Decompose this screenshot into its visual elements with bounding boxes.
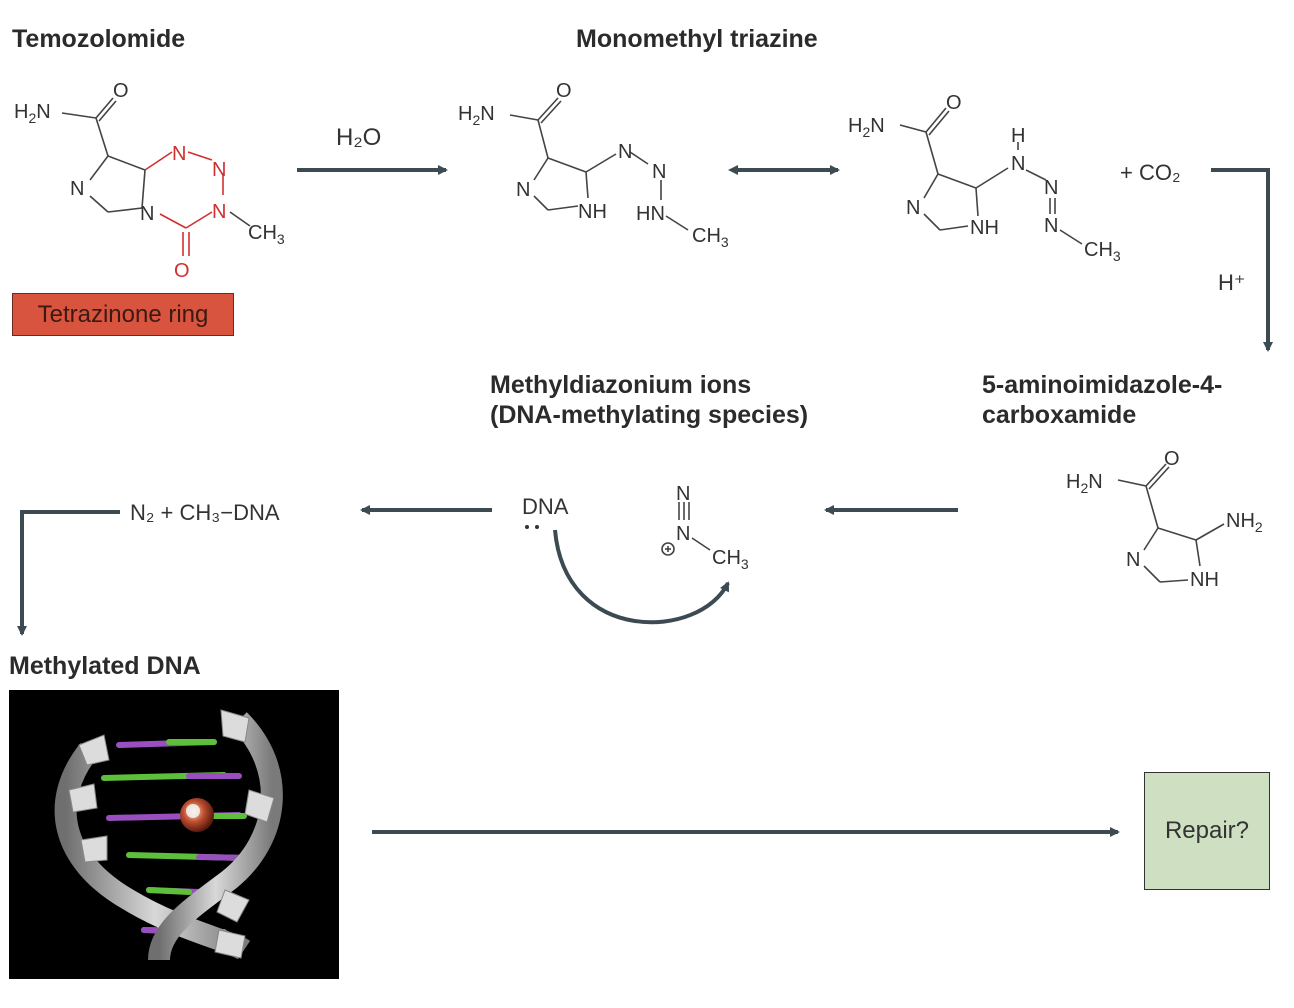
repair-label: Repair?: [1164, 817, 1250, 844]
monomethyl-triazine-title: Monomethyl triazine: [576, 25, 818, 53]
svg-text:N: N: [1044, 215, 1058, 237]
proton-label: H⁺: [1218, 270, 1246, 295]
svg-text:NH2: NH2: [1226, 510, 1263, 535]
svg-text:N: N: [70, 178, 84, 200]
svg-text:N: N: [906, 197, 920, 219]
dna-helix-illustration: [54, 709, 283, 961]
repair-box: Repair?: [1144, 772, 1270, 890]
svg-text:H2N: H2N: [1066, 471, 1103, 496]
svg-text:O: O: [556, 80, 572, 102]
svg-text:N: N: [140, 203, 154, 225]
water-label: H₂O: [336, 124, 382, 151]
svg-text:N: N: [676, 483, 690, 505]
co2-label: + CO₂: [1120, 160, 1181, 185]
svg-text:CH3: CH3: [248, 222, 285, 247]
methylated-dna-image: [9, 690, 339, 979]
svg-text:N: N: [1011, 153, 1025, 175]
aminoimidazole-structure: H2N O N NH NH2: [1066, 448, 1263, 591]
svg-text:CH3: CH3: [692, 225, 729, 250]
methylated-dna-arrow: [17, 510, 120, 636]
svg-text:N: N: [172, 143, 186, 165]
lone-pair-dots: [525, 525, 539, 529]
svg-text:CH3: CH3: [712, 547, 749, 572]
svg-text:NH: NH: [970, 217, 999, 239]
methylated-dna-title: Methylated DNA: [9, 652, 201, 680]
svg-text:N: N: [212, 159, 226, 181]
svg-text:NH: NH: [1190, 569, 1219, 591]
products-label: N₂ + CH₃−DNA: [130, 500, 280, 525]
svg-text:N: N: [618, 141, 632, 163]
svg-text:N: N: [212, 201, 226, 223]
svg-text:HN: HN: [636, 203, 665, 225]
aminoimidazole-title: 5-aminoimidazole-4- carboxamide: [982, 370, 1222, 430]
svg-text:O: O: [1164, 448, 1180, 470]
svg-text:H2N: H2N: [458, 103, 495, 128]
svg-text:O: O: [946, 92, 962, 114]
svg-text:H: H: [1011, 125, 1025, 147]
decomposition-arrow: [1211, 168, 1273, 352]
methyldiazonium-structure: N N CH3: [661, 483, 749, 572]
aminoimidazole-title-line2: carboxamide: [982, 401, 1137, 429]
svg-text:N: N: [1044, 177, 1058, 199]
svg-text:O: O: [174, 260, 190, 282]
svg-text:N: N: [516, 179, 530, 201]
svg-text:H2N: H2N: [848, 115, 885, 140]
methyldiazonium-title-line2: (DNA-methylating species): [490, 401, 809, 429]
methyldiazonium-title-line1: Methyldiazonium ions: [490, 371, 752, 399]
triazine-structure-a: H2N O N NH N N HN CH3: [458, 80, 729, 250]
methyldiazonium-title: Methyldiazonium ions (DNA-methylating sp…: [490, 370, 808, 430]
aminoimidazole-title-line1: 5-aminoimidazole-4-: [982, 371, 1223, 399]
triazine-structure-b: H2N O N NH H N N N CH3: [848, 92, 1121, 264]
dna-nucleophile-label: DNA: [522, 494, 569, 519]
temozolomide-title: Temozolomide: [12, 25, 186, 53]
svg-text:CH3: CH3: [1084, 239, 1121, 264]
svg-text:NH: NH: [578, 201, 607, 223]
svg-text:N: N: [676, 523, 690, 545]
svg-text:N: N: [1126, 549, 1140, 571]
svg-text:N: N: [652, 161, 666, 183]
svg-text:O: O: [113, 80, 129, 102]
tetrazinone-ring-label: Tetrazinone ring: [12, 293, 234, 336]
svg-text:H2N: H2N: [14, 101, 51, 126]
nucleophilic-attack-arrow: [553, 529, 730, 625]
